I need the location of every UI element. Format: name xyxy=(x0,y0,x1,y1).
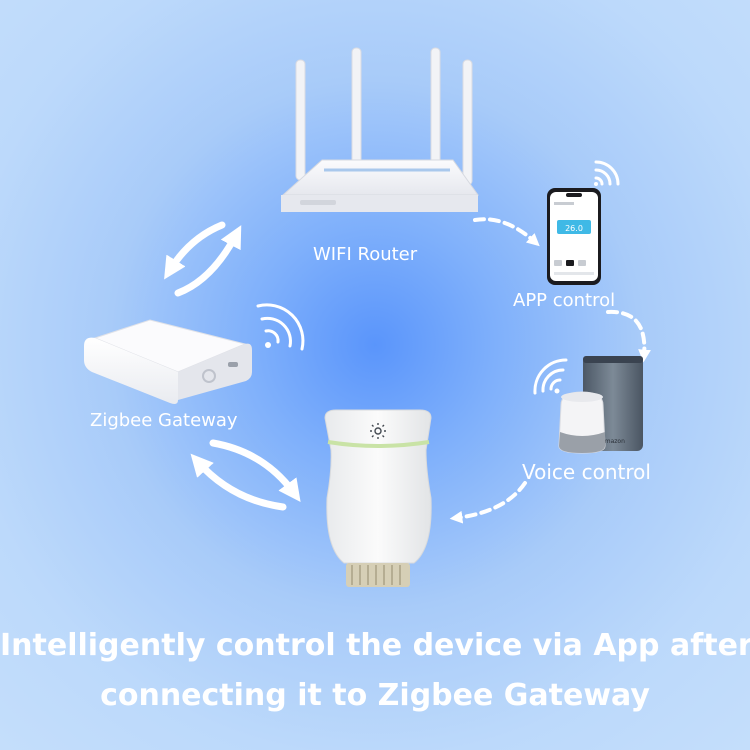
arrow-gateway-to-thermostat xyxy=(209,439,301,503)
caption-line-1: Intelligently control the device via App… xyxy=(0,628,750,663)
thermostat xyxy=(324,409,432,587)
caption-line-2: connecting it to Zigbee Gateway xyxy=(100,678,650,713)
label-wifi-router: WIFI Router xyxy=(313,244,418,265)
speaker-brand: amazon xyxy=(601,438,625,445)
wifi-signal-icon xyxy=(594,160,620,186)
wifi-signal-icon xyxy=(256,303,305,351)
arrow-thermostat-to-gateway xyxy=(190,453,287,511)
arrow-gateway-to-router xyxy=(174,225,242,297)
arrow-voice-to-thermostat xyxy=(449,481,527,524)
two-way-arrows xyxy=(164,221,301,511)
zigbee-gateway xyxy=(84,319,252,404)
label-app-control: APP control xyxy=(513,290,616,311)
flow-arrows xyxy=(449,217,651,524)
sun-icon xyxy=(370,423,386,439)
label-zigbee-gateway: Zigbee Gateway xyxy=(90,410,238,431)
phone-temperature: 26.0 xyxy=(565,224,583,233)
arrow-router-to-app xyxy=(473,217,540,247)
arrow-app-to-voice xyxy=(606,309,651,363)
wifi-signal-icon xyxy=(533,358,568,395)
label-voice-control: Voice control xyxy=(522,460,651,484)
smart-speakers: amazon xyxy=(558,356,643,454)
wifi-router xyxy=(281,47,479,212)
smartphone: 26.0 xyxy=(547,188,601,285)
arrow-router-to-gateway xyxy=(164,221,226,280)
